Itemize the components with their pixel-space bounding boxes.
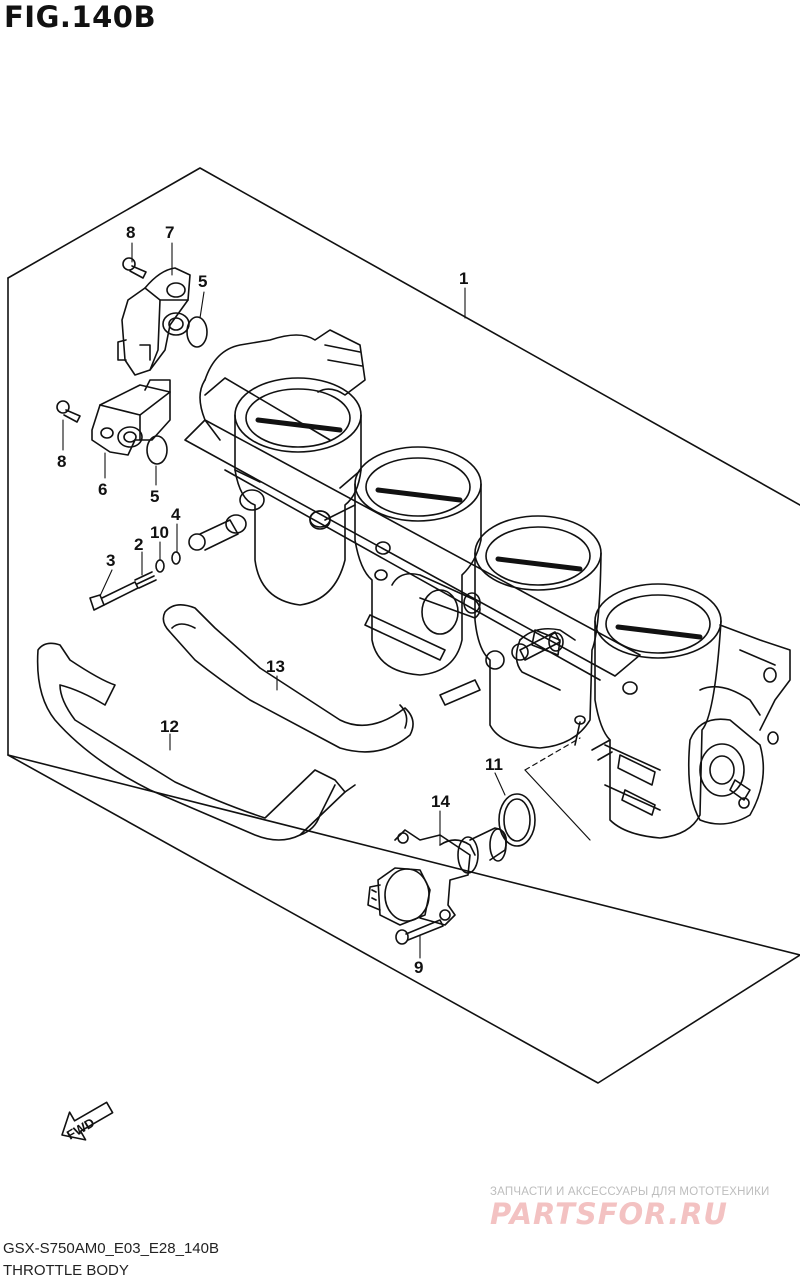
- callout-14: 14: [431, 792, 450, 811]
- callout-5-lower: 5: [150, 487, 159, 506]
- sensor-part-6: [91, 379, 171, 456]
- watermark-logo: PARTSFOR.RU: [490, 1197, 728, 1231]
- isc-valve-14: [367, 827, 508, 926]
- callout-8-upper: 8: [126, 223, 135, 242]
- o-ring-11: [498, 793, 536, 847]
- o-ring-5-upper: [186, 316, 208, 348]
- callout-8-lower: 8: [57, 452, 66, 471]
- throttle-bore-2: [354, 446, 482, 676]
- diagram-caption: THROTTLE BODY: [3, 1262, 129, 1279]
- assembly-frame: [7, 167, 800, 1084]
- leader-lines: [62, 242, 506, 959]
- screw-3: [89, 581, 139, 611]
- callout-11: 11: [485, 755, 503, 774]
- throttle-bore-4: [594, 583, 791, 839]
- diagram-code: GSX-S750AM0_E03_E28_140B: [3, 1240, 219, 1257]
- callout-12: 12: [160, 717, 179, 736]
- hose-12: [36, 642, 346, 841]
- o-ring-4: [171, 551, 181, 565]
- rail-pins: [188, 504, 613, 761]
- callout-labels: 1 2 3 4 5 5 6 7 8 8 9 10 11 12 13 14 FWD: [57, 223, 503, 1143]
- watermark-subtitle: ЗАПЧАСТИ И АКСЕССУАРЫ ДЛЯ МОТОТЕХНИКИ: [490, 1186, 770, 1198]
- o-ring-5-lower: [146, 435, 168, 465]
- callout-4: 4: [171, 505, 181, 524]
- throttle-body-assembly: [184, 329, 791, 839]
- callout-7: 7: [165, 223, 174, 242]
- callout-13: 13: [266, 657, 285, 676]
- bolt-8-upper: [122, 257, 147, 279]
- callout-1: 1: [459, 269, 468, 288]
- screw-9: [395, 919, 444, 945]
- sensor-part-7: [117, 267, 191, 376]
- callout-3: 3: [106, 551, 115, 570]
- bolt-8-lower: [56, 400, 81, 423]
- callout-10: 10: [150, 523, 169, 542]
- callout-6: 6: [98, 480, 107, 499]
- figure-title: FIG.140B: [4, 0, 157, 34]
- hose-13: [162, 604, 414, 753]
- callout-9: 9: [414, 958, 423, 977]
- callout-2: 2: [134, 535, 143, 554]
- washer-10: [155, 559, 165, 573]
- callout-5-upper: 5: [198, 272, 207, 291]
- throttle-bore-1: [234, 377, 362, 606]
- spring-2: [134, 571, 157, 589]
- throttle-bore-3: [474, 515, 602, 749]
- fwd-arrow: [61, 1101, 114, 1141]
